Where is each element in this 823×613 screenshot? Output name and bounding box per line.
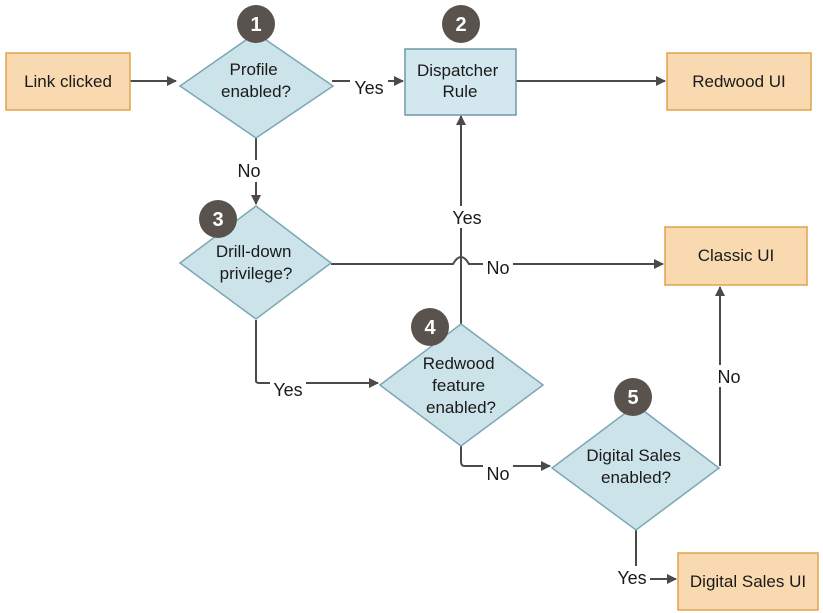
badge-3: 3 bbox=[199, 200, 237, 238]
badge-1: 1 bbox=[237, 5, 275, 43]
node-digital-sales-ui: Digital Sales UI bbox=[677, 552, 819, 611]
label-profile-yes: Yes bbox=[354, 78, 383, 98]
label-feature-no: No bbox=[486, 464, 509, 484]
svg-text:4: 4 bbox=[424, 317, 436, 339]
edge-feature-no bbox=[460, 446, 551, 471]
badge-5: 5 bbox=[614, 378, 652, 416]
node-redwood-feature-enabled: Redwood feature enabled? bbox=[378, 323, 545, 447]
svg-text:2: 2 bbox=[455, 14, 466, 36]
redwood-feature-line3: enabled? bbox=[426, 398, 496, 417]
node-redwood-ui: Redwood UI bbox=[666, 52, 812, 111]
label-digital-yes: Yes bbox=[617, 568, 646, 588]
profile-enabled-line2: enabled? bbox=[221, 82, 291, 101]
digital-sales-enabled-line2: enabled? bbox=[601, 468, 671, 487]
node-link-clicked: Link clicked bbox=[5, 52, 131, 111]
node-profile-enabled: Profile enabled? bbox=[178, 32, 335, 139]
drilldown-line1: Drill-down bbox=[216, 242, 292, 261]
step-badges: 1 2 3 4 5 bbox=[199, 5, 652, 416]
profile-enabled-line1: Profile bbox=[230, 60, 278, 79]
redwood-feature-line1: Redwood bbox=[423, 354, 495, 373]
drilldown-line2: privilege? bbox=[220, 264, 293, 283]
svg-text:Digital Sales enabled?: Digital Sales enabled? bbox=[586, 446, 685, 487]
redwood-ui-label: Redwood UI bbox=[692, 72, 786, 91]
node-classic-ui: Classic UI bbox=[664, 226, 808, 286]
svg-text:Profile enabled?: Profile enabled? bbox=[221, 60, 291, 101]
svg-text:1: 1 bbox=[250, 14, 261, 36]
dispatcher-rule-line1: Dispatcher bbox=[417, 61, 499, 80]
digital-sales-ui-label: Digital Sales UI bbox=[690, 572, 806, 591]
link-clicked-label: Link clicked bbox=[24, 72, 112, 91]
badge-2: 2 bbox=[442, 5, 480, 43]
edge-labels: Yes No No Yes Yes No No Yes bbox=[234, 76, 744, 588]
svg-text:3: 3 bbox=[212, 209, 223, 231]
label-feature-yes: Yes bbox=[452, 208, 481, 228]
label-drilldown-no: No bbox=[486, 258, 509, 278]
svg-text:Drill-down privilege?: Drill-down privilege? bbox=[216, 242, 296, 283]
label-profile-no: No bbox=[237, 161, 260, 181]
svg-text:Dispatcher Rule: Dispatcher Rule bbox=[417, 61, 503, 101]
node-drilldown-privilege: Drill-down privilege? bbox=[178, 205, 333, 320]
node-dispatcher-rule: Dispatcher Rule bbox=[404, 48, 517, 116]
label-digital-no: No bbox=[717, 367, 740, 387]
classic-ui-label: Classic UI bbox=[698, 246, 775, 265]
redwood-feature-line2: feature bbox=[432, 376, 485, 395]
label-drilldown-yes: Yes bbox=[273, 380, 302, 400]
digital-sales-enabled-line1: Digital Sales bbox=[586, 446, 681, 465]
dispatcher-rule-line2: Rule bbox=[443, 82, 478, 101]
badge-4: 4 bbox=[411, 308, 449, 346]
svg-text:Redwood feature en: Redwood feature enabled? bbox=[423, 354, 500, 417]
edge-drilldown-yes bbox=[255, 320, 379, 388]
node-digital-sales-enabled: Digital Sales enabled? bbox=[550, 404, 721, 531]
svg-text:5: 5 bbox=[627, 387, 638, 409]
